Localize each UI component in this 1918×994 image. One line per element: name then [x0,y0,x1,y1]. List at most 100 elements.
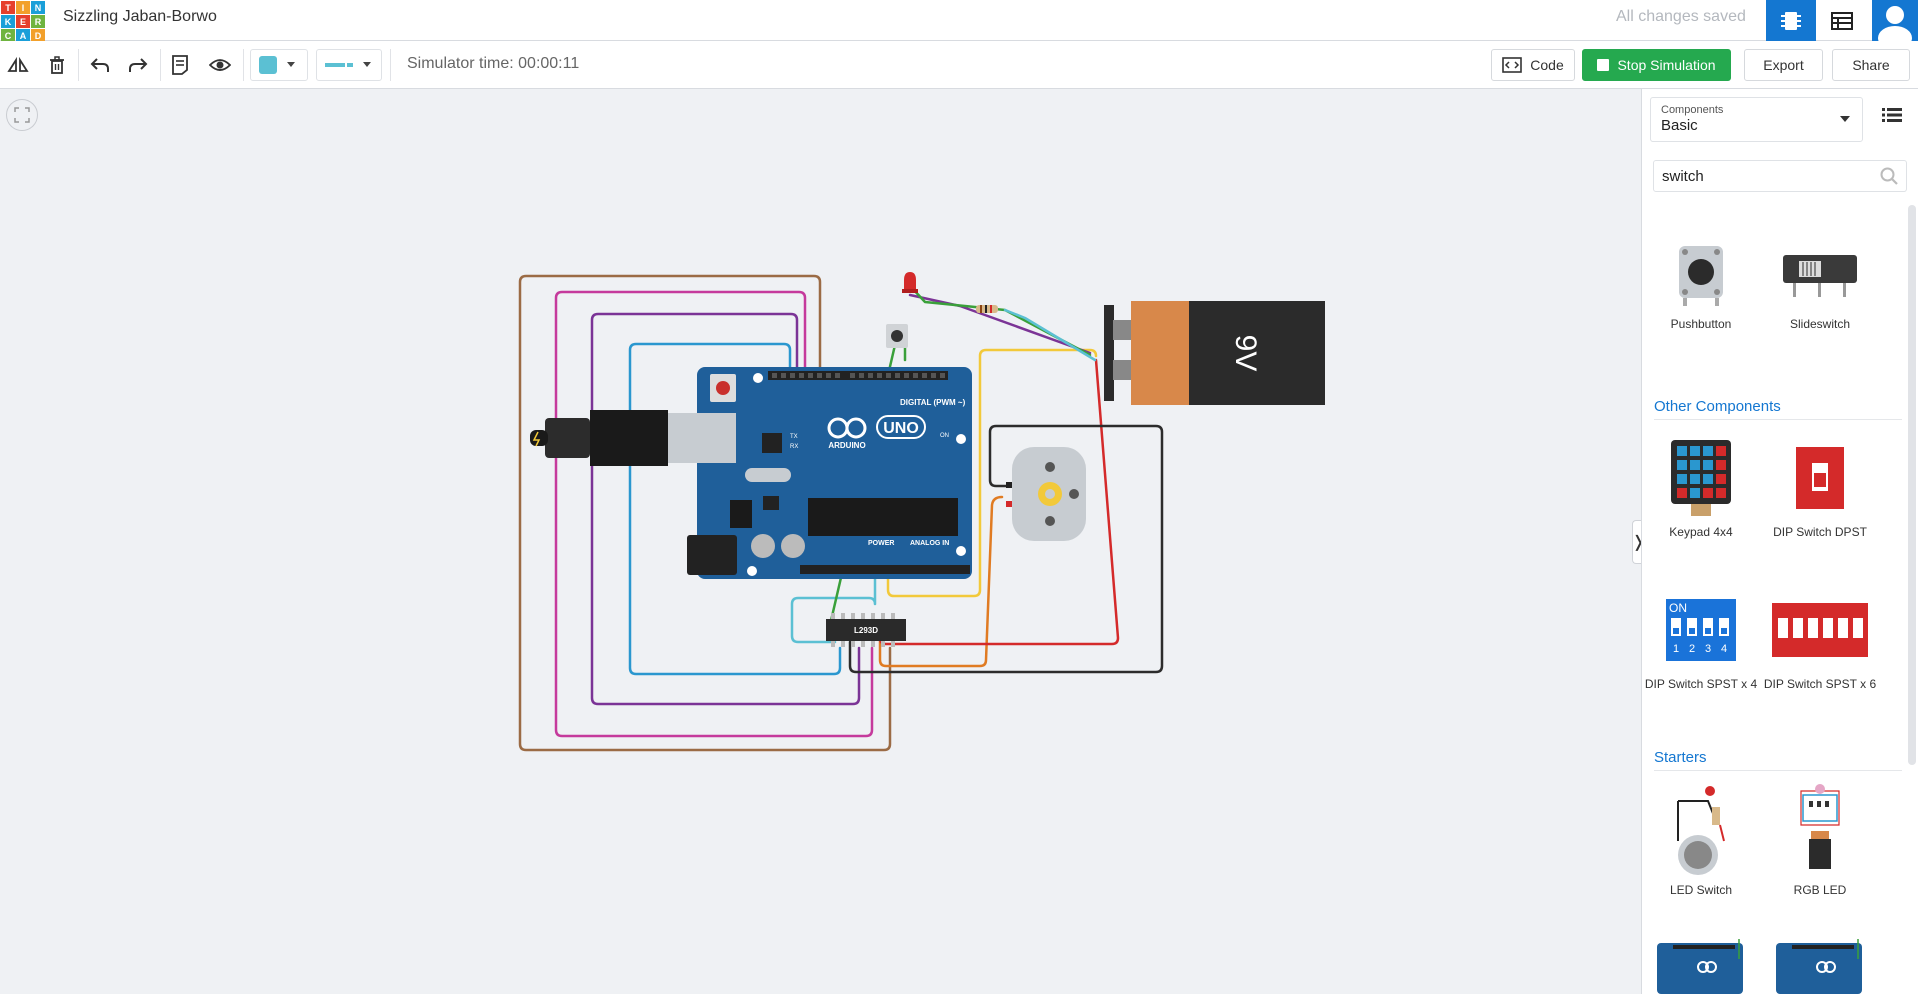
tinkercad-logo[interactable]: T I N K E R C A D [0,0,45,42]
starter-led-switch[interactable]: LED Switch [1642,779,1760,897]
arduino-thumbnail-icon [1776,939,1862,994]
on-label: ON [940,433,949,439]
search-icon[interactable] [1880,167,1898,190]
undo-button[interactable] [86,51,114,79]
list-view-button[interactable] [1882,107,1902,128]
circuit-view-button[interactable] [1766,0,1816,41]
resistor[interactable] [976,305,998,313]
delete-button[interactable] [43,51,71,79]
dip-number: 1 [1673,643,1679,655]
component-dip-switch-spst-6[interactable]: DIP Switch SPST x 6 [1761,587,1879,691]
fill-color-swatch [259,56,277,74]
zoom-to-fit-button[interactable] [6,99,38,131]
led-switch-icon [1677,786,1725,875]
component-keypad-4x4[interactable]: Keypad 4x4 [1642,435,1760,539]
logo-letter: E [16,15,30,28]
notes-icon [172,55,188,75]
redo-icon [129,58,148,72]
fill-color-dropdown[interactable] [250,49,308,81]
analog-label: ANALOG IN [910,540,949,547]
visibility-button[interactable] [206,51,234,79]
starter-arduino-2[interactable] [1761,939,1879,994]
wire-magenta[interactable] [554,290,874,738]
export-button[interactable]: Export [1744,49,1823,81]
logo-letter: K [1,15,15,28]
dip-switch-dpst-icon [1796,447,1844,509]
arduino-thumbnail-icon [1657,939,1743,994]
fit-view-icon [14,107,30,123]
dc-motor[interactable] [1006,447,1086,541]
schematic-view-button[interactable] [1817,0,1867,41]
circuit-drawing: DIGITAL (PWM ~) UNO ARDUINO ON TX RX POW… [518,272,1325,752]
stop-simulation-button[interactable]: Stop Simulation [1582,49,1731,81]
keypad-icon [1671,440,1731,516]
wire-cyan-2[interactable] [1003,308,1097,362]
circuit-canvas[interactable]: DIGITAL (PWM ~) UNO ARDUINO ON TX RX POW… [0,89,1641,994]
user-avatar[interactable] [1872,0,1918,41]
logo-letter: N [31,1,45,14]
chevron-down-icon [287,62,295,67]
tx-label: TX [790,434,798,440]
chevron-down-icon [363,62,371,67]
list-icon [1882,108,1902,122]
starter-arduino-1[interactable] [1642,939,1760,994]
pushbutton[interactable] [886,324,908,348]
component-slideswitch[interactable]: Slideswitch [1761,235,1879,331]
digital-label: DIGITAL (PWM ~) [900,398,966,407]
arduino-label: ARDUINO [828,441,865,450]
logo-letter: D [31,29,45,42]
section-title-starters[interactable]: Starters [1654,749,1707,766]
wire-style-dropdown[interactable] [316,49,382,81]
wire-yellow[interactable] [886,348,1098,598]
undo-icon [90,58,109,72]
component-search-input[interactable] [1653,160,1907,192]
share-button[interactable]: Share [1832,49,1910,81]
component-dip-switch-spst-4[interactable]: ON 1 2 3 4 DIP Switch SPST x 4 [1642,587,1760,691]
section-title-other-components[interactable]: Other Components [1654,398,1781,415]
table-icon [1831,11,1853,30]
component-label: LED Switch [1669,883,1733,897]
uno-label: UNO [883,420,919,437]
wire-purple[interactable] [590,312,861,706]
export-button-label: Export [1763,57,1804,73]
component-label: DIP Switch DPST [1773,525,1867,539]
slideswitch-icon [1783,255,1857,297]
code-icon [1502,57,1523,73]
toolbar-divider [243,49,244,81]
rgb-led-icon [1800,784,1840,869]
rotate-button[interactable] [4,51,32,79]
starter-rgb-led[interactable]: RGB LED [1761,779,1879,897]
arduino-uno[interactable]: DIGITAL (PWM ~) UNO ARDUINO ON TX RX POW… [687,367,972,579]
wire-black[interactable] [848,424,1164,674]
wire-brown[interactable] [518,274,892,752]
logo-letter: A [16,29,30,42]
code-button[interactable]: Code [1491,49,1575,81]
save-status: All changes saved [1616,8,1746,25]
wire-blue[interactable] [628,342,842,676]
dip-number: 2 [1689,643,1695,655]
dip-number: 3 [1705,643,1711,655]
notes-button[interactable] [166,51,194,79]
design-title[interactable]: Sizzling Jaban-Borwo [63,8,217,25]
chevron-down-icon [1840,116,1850,122]
stop-simulation-label: Stop Simulation [1617,57,1716,73]
red-led[interactable] [902,272,918,293]
toolbar: Simulator time: 00:00:11 Code Stop Simul… [0,41,1918,89]
wire-cyan[interactable] [790,564,877,644]
toolbar-divider [390,49,391,81]
wire-orange[interactable] [878,495,1004,668]
component-dip-switch-dpst[interactable]: DIP Switch DPST [1761,435,1879,539]
battery-9v[interactable]: 9V [1104,301,1325,405]
panel-scrollbar[interactable] [1908,205,1916,765]
component-label: DIP Switch SPST x 4 [1644,677,1758,691]
pushbutton-icon [1679,246,1723,306]
components-dropdown[interactable]: Components Basic [1650,97,1863,142]
redo-button[interactable] [124,51,152,79]
code-button-label: Code [1530,57,1564,73]
usb-cable[interactable] [530,410,736,466]
dip-number: 4 [1721,643,1727,655]
rotate-icon [7,56,29,72]
component-pushbutton[interactable]: Pushbutton [1642,235,1760,331]
toolbar-divider [160,49,161,81]
l293d-driver[interactable]: L293D [826,613,906,647]
